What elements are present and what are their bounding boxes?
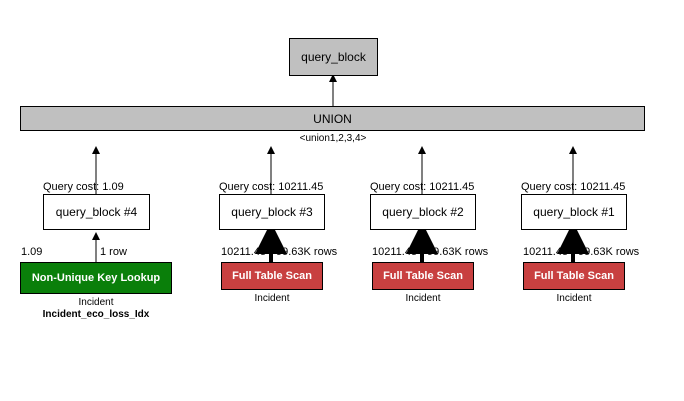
query-block-2-label: query_block #2: [382, 205, 464, 219]
query-block-4[interactable]: query_block #4: [43, 194, 150, 230]
operation-label: Full Table Scan: [232, 270, 312, 282]
index-name: Incident_eco_loss_Idx: [42, 309, 150, 320]
operation-label: Full Table Scan: [383, 270, 463, 282]
full-table-scan-node[interactable]: Full Table Scan: [372, 262, 474, 290]
row-cost-value: 10211.45: [372, 246, 418, 258]
rows-count: 99.63K rows: [427, 246, 489, 258]
row-cost-value: 1.09: [21, 246, 43, 258]
rows-count: 1 row: [100, 246, 127, 258]
row-cost-value: 10211.45: [221, 246, 267, 258]
rows-count: 99.63K rows: [578, 246, 640, 258]
query-cost-label: Query cost: 10211.45: [219, 181, 324, 193]
operation-label: Full Table Scan: [534, 270, 614, 282]
query-block-root-label: query_block: [301, 50, 366, 64]
table-name: Incident: [556, 293, 592, 304]
operation-label: Non-Unique Key Lookup: [31, 272, 161, 284]
rows-count: 99.63K rows: [276, 246, 338, 258]
row-cost-value: 10211.45: [523, 246, 569, 258]
query-block-3-label: query_block #3: [231, 205, 313, 219]
table-name: Incident: [405, 293, 441, 304]
union-label: UNION: [313, 111, 352, 126]
full-table-scan-node[interactable]: Full Table Scan: [221, 262, 323, 290]
union-bar[interactable]: UNION: [20, 106, 645, 131]
non-unique-key-lookup-node[interactable]: Non-Unique Key Lookup: [20, 262, 172, 294]
full-table-scan-node[interactable]: Full Table Scan: [523, 262, 625, 290]
table-name: Incident: [254, 293, 290, 304]
query-block-1[interactable]: query_block #1: [521, 194, 627, 230]
query-block-root[interactable]: query_block: [289, 38, 378, 76]
query-cost-label: Query cost: 10211.45: [370, 181, 475, 193]
query-cost-label: Query cost: 1.09: [43, 181, 124, 193]
union-sublabel: <union1,2,3,4>: [299, 133, 367, 144]
query-block-2[interactable]: query_block #2: [370, 194, 476, 230]
query-block-4-label: query_block #4: [55, 205, 138, 219]
table-name: Incident: [78, 297, 114, 308]
query-cost-label: Query cost: 10211.45: [521, 181, 626, 193]
query-block-1-label: query_block #1: [533, 205, 615, 219]
query-block-3[interactable]: query_block #3: [219, 194, 325, 230]
